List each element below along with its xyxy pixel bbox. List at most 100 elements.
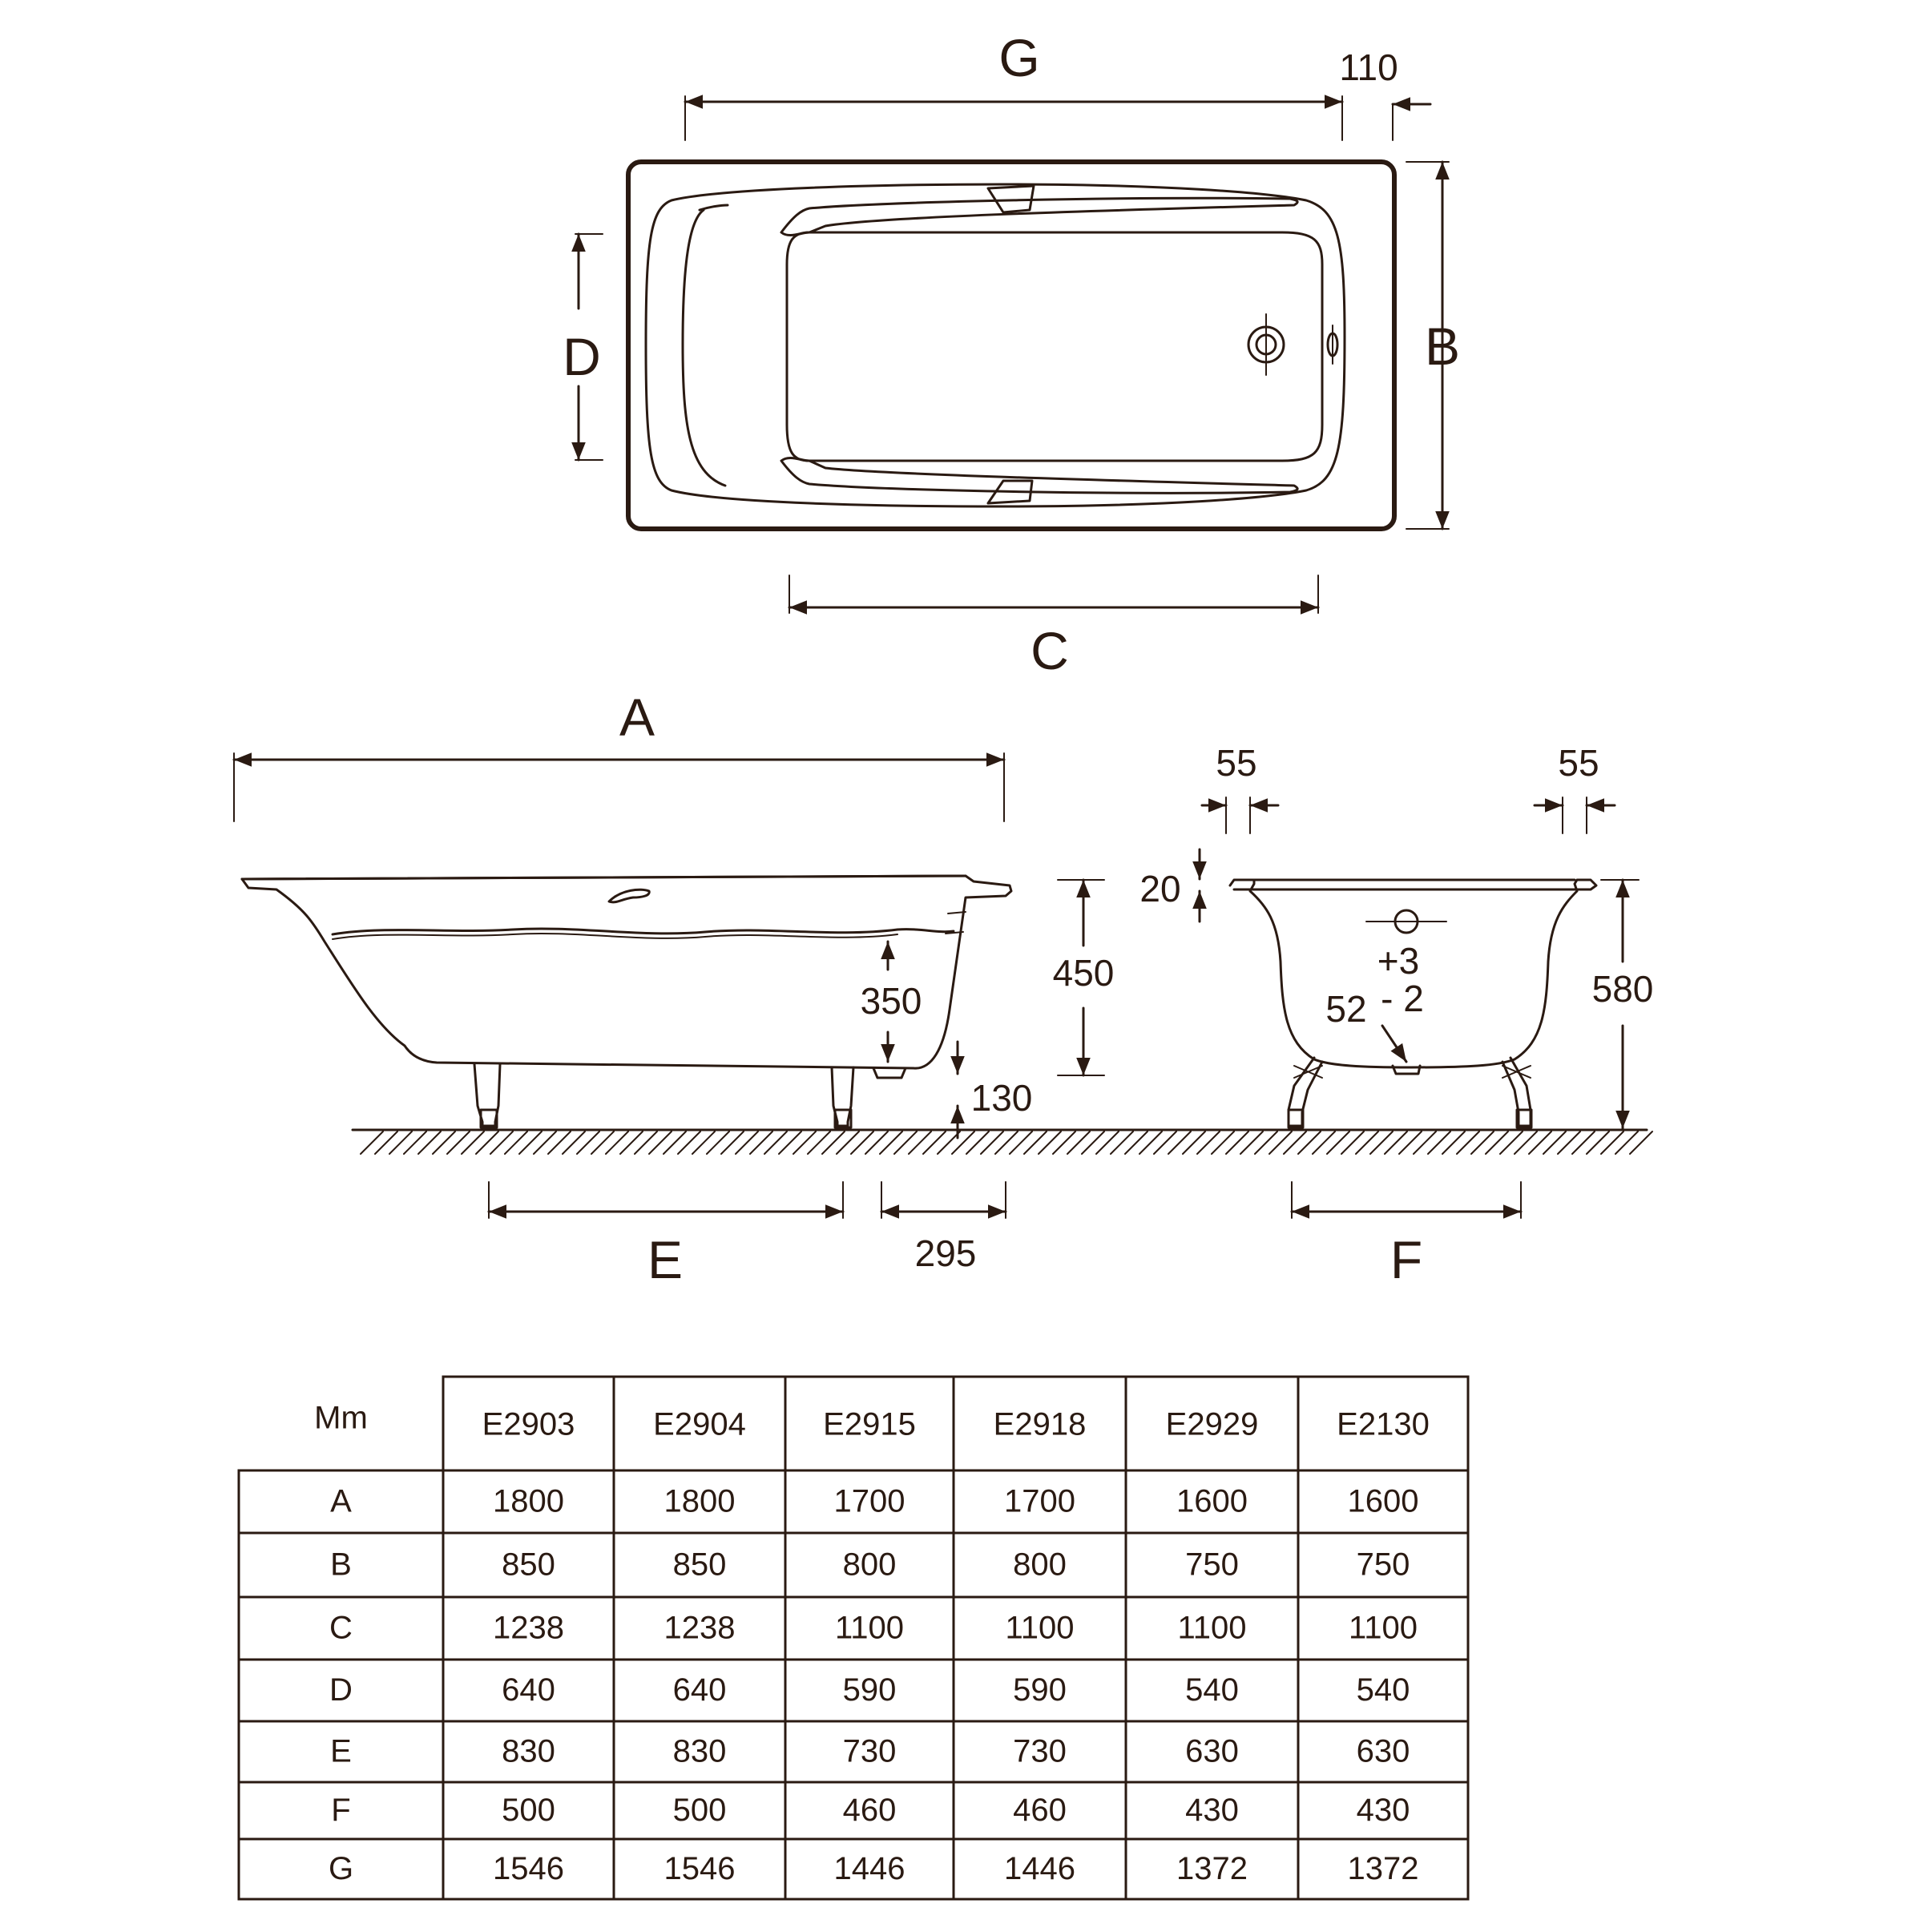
end-overflow-icon	[1365, 909, 1447, 934]
table-cell: 1100	[1005, 1611, 1074, 1646]
label-tolerance-plus: +3	[1377, 940, 1419, 982]
table-cell: 430	[1357, 1793, 1410, 1828]
table-row-key: D	[329, 1672, 353, 1708]
table-model-header: E2929	[1166, 1407, 1259, 1442]
table-cell: 1546	[493, 1851, 564, 1886]
table-cell: 730	[1013, 1734, 1067, 1769]
table-model-header: E2904	[653, 1407, 746, 1442]
label-580: 580	[1592, 968, 1654, 1010]
table-cell: 1446	[834, 1851, 905, 1886]
table-cell: 1700	[834, 1484, 905, 1519]
label-52: 52	[1325, 988, 1366, 1030]
overflow-icon	[1326, 325, 1339, 365]
table-row-key: F	[331, 1793, 350, 1828]
end-drain-outlet	[1391, 1064, 1422, 1075]
table-cell: 540	[1357, 1672, 1410, 1708]
bottom-handle-icon	[986, 479, 1034, 505]
table-cell: 1800	[493, 1484, 564, 1519]
table-cell: 850	[502, 1547, 555, 1583]
label-110: 110	[1339, 46, 1398, 88]
table-model-header: E2130	[1337, 1407, 1430, 1442]
tub-head-rest	[681, 208, 727, 487]
table-cell: 500	[673, 1793, 727, 1828]
side-leg-left	[473, 1063, 502, 1129]
label-295: 295	[915, 1232, 977, 1274]
label-a: A	[619, 688, 655, 747]
end-leg-left	[1287, 1056, 1324, 1129]
table-cell: 640	[502, 1672, 555, 1708]
table-cell: 800	[843, 1547, 897, 1583]
label-d: D	[563, 327, 601, 386]
label-f: F	[1390, 1230, 1422, 1289]
table-row-key: G	[329, 1851, 353, 1886]
table-cell: 430	[1185, 1793, 1239, 1828]
label-450: 450	[1053, 952, 1115, 994]
table-cell: 630	[1357, 1734, 1410, 1769]
table-model-header: E2903	[482, 1407, 575, 1442]
table-model-header: E2915	[823, 1407, 916, 1442]
tub-inner-rim	[644, 183, 1346, 508]
table-cell: 540	[1185, 1672, 1239, 1708]
table-cell: 500	[502, 1793, 555, 1828]
table-cell: 460	[1013, 1793, 1067, 1828]
label-e: E	[647, 1230, 683, 1289]
table-cell: 630	[1185, 1734, 1239, 1769]
end-view: 55 55 20 580 +3 52 - 2 F	[1139, 742, 1653, 1289]
table-cell: 750	[1185, 1547, 1239, 1583]
table-cell: 640	[673, 1672, 727, 1708]
table-cell: 730	[843, 1734, 897, 1769]
side-tub-outline	[240, 874, 1013, 1070]
drain-icon	[1247, 313, 1285, 376]
table-row-key: B	[330, 1547, 352, 1583]
end-leg-right	[1501, 1056, 1533, 1129]
table-cell: 1100	[1177, 1611, 1246, 1646]
table-cell: 460	[843, 1793, 897, 1828]
label-55-right: 55	[1558, 742, 1599, 784]
table-cell: 1372	[1348, 1851, 1419, 1886]
side-handle-icon	[607, 888, 651, 904]
table-cell: 1800	[664, 1484, 736, 1519]
table-cell: 1600	[1176, 1484, 1248, 1519]
table-cell: 590	[1013, 1672, 1067, 1708]
table-cell: 1700	[1004, 1484, 1075, 1519]
top-handle-icon	[986, 184, 1035, 214]
label-20: 20	[1139, 868, 1180, 910]
table-cell: 1600	[1348, 1484, 1419, 1519]
table-cell: 850	[673, 1547, 727, 1583]
top-grip-channel	[780, 196, 1299, 237]
table-cell: 800	[1013, 1547, 1067, 1583]
side-leg-right	[830, 1066, 855, 1129]
side-view: A 450 350 130 E 295	[232, 688, 1115, 1289]
table-cell: 830	[502, 1734, 555, 1769]
table-cell: 1238	[493, 1611, 564, 1646]
table-cell: 1100	[1349, 1611, 1418, 1646]
bottom-grip-channel	[780, 456, 1299, 494]
table-cell: 1238	[664, 1611, 736, 1646]
tub-outer-rim	[626, 159, 1397, 531]
water-line	[331, 927, 955, 936]
label-tolerance-minus: - 2	[1381, 978, 1424, 1019]
table-row-key: C	[329, 1611, 353, 1646]
table-cell: 750	[1357, 1547, 1410, 1583]
table-cell: 1100	[835, 1611, 904, 1646]
table-corner-header: Mm	[314, 1401, 368, 1436]
table-model-header: E2918	[994, 1407, 1087, 1442]
tub-basin	[785, 231, 1324, 462]
table-cell: 830	[673, 1734, 727, 1769]
table-cell: 590	[843, 1672, 897, 1708]
top-view: G 110 B D C	[563, 28, 1460, 680]
end-tub-outline	[1228, 878, 1598, 1069]
table-cell: 1546	[664, 1851, 736, 1886]
label-g: G	[998, 28, 1039, 87]
table-row-key: E	[330, 1734, 352, 1769]
table-cell: 1372	[1176, 1851, 1248, 1886]
table-cell: 1446	[1004, 1851, 1075, 1886]
floor-hatching	[351, 1128, 1653, 1155]
table-row-key: A	[330, 1484, 352, 1519]
label-130: 130	[971, 1077, 1033, 1119]
label-350: 350	[861, 980, 922, 1022]
label-b: B	[1425, 317, 1460, 376]
label-55-left: 55	[1216, 742, 1256, 784]
